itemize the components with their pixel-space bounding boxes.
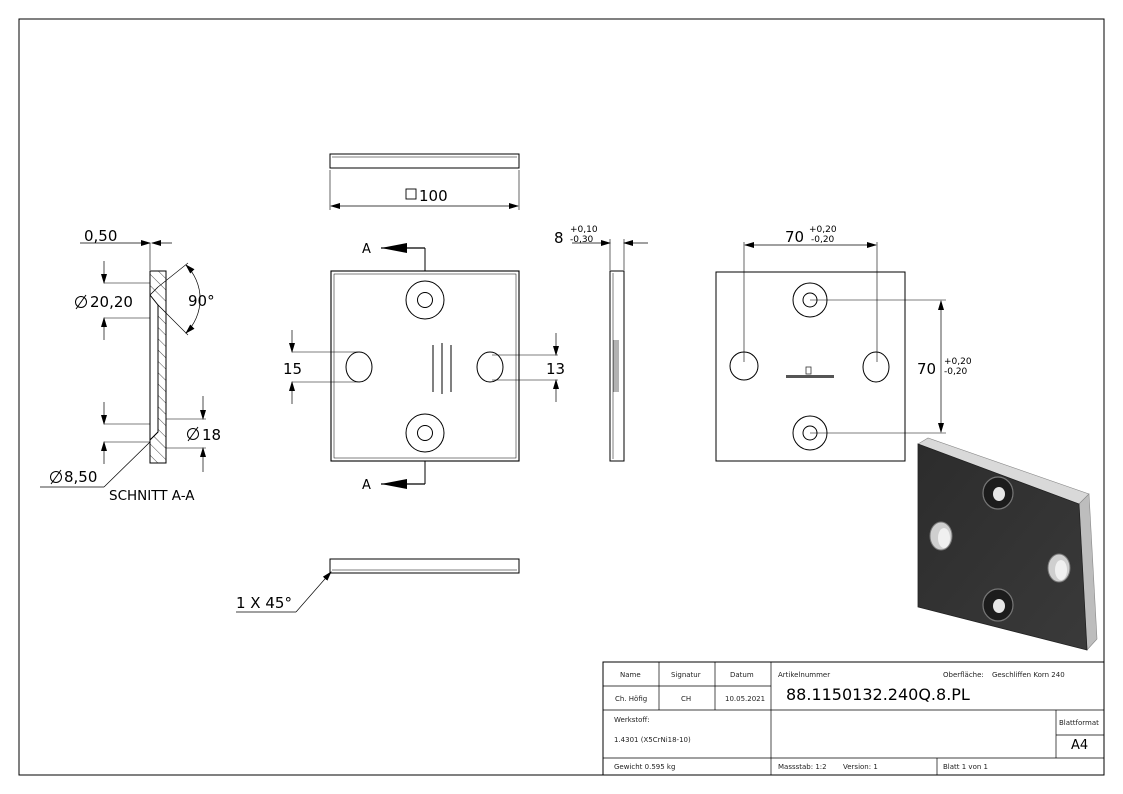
top-edge-view: 100	[329, 153, 520, 210]
title-block	[602, 661, 1105, 776]
thickness-tol-lower: -0,30	[570, 235, 594, 245]
section-marker-top: A	[362, 242, 371, 257]
back-view: 70 +0,20 -0,20 70 +0,20 -0,20	[715, 225, 972, 462]
hole-spacing-v-tol-upper: +0,20	[944, 357, 972, 367]
tb-sheet-format-label: Blattformat	[1059, 719, 1099, 727]
tb-sheet-format-value: A4	[1071, 738, 1089, 753]
engraving-mark	[786, 375, 834, 378]
tb-surface-value: Geschliffen Korn 240	[992, 671, 1065, 679]
tb-surface-label: Oberfläche:	[943, 671, 984, 679]
sheet-border	[18, 18, 1105, 776]
tb-name-value: Ch. Höfig	[615, 695, 648, 703]
countersink-diameter-dim: 20,20	[90, 293, 133, 311]
tb-sheet: Blatt 1 von 1	[943, 763, 988, 771]
tb-material-label: Werkstoff:	[614, 716, 650, 724]
countersunk-hole-bottom	[405, 413, 445, 453]
slot-right	[476, 351, 504, 383]
slot-right-dim: 13	[546, 360, 565, 378]
plate-size-dim: 100	[419, 187, 448, 205]
square-symbol	[405, 188, 417, 200]
front-view: A A 15 13	[283, 242, 565, 493]
chamfer-dim: 1 X 45°	[236, 594, 292, 612]
counterbore-diameter-dim: 18	[202, 426, 221, 444]
hole-spacing-h-tol-upper: +0,20	[809, 225, 837, 235]
bottom-edge-view: 1 X 45°	[236, 558, 520, 613]
tb-version: Version: 1	[843, 763, 878, 771]
countersink-offset-dim: 0,50	[84, 227, 117, 245]
section-marker-bottom: A	[362, 478, 371, 493]
section-label: SCHNITT A-A	[109, 488, 195, 504]
tb-article-label: Artikelnummer	[778, 671, 831, 679]
hole-spacing-h-tol-lower: -0,20	[811, 235, 835, 245]
isometric-view	[917, 437, 1098, 651]
countersink-angle-dim: 90°	[188, 292, 215, 310]
hole-spacing-v-tol-lower: -0,20	[944, 367, 968, 377]
tb-weight: Gewicht 0.595 kg	[614, 763, 676, 771]
slot-left-dim: 15	[283, 360, 302, 378]
side-view: 8 +0,10 -0,30	[554, 225, 648, 462]
thickness-dim: 8	[554, 229, 564, 247]
tb-scale: Massstab: 1:2	[778, 763, 827, 771]
section-view: 0,50 20,20 90° 18 8,50 SCHNITT A-A	[40, 227, 221, 504]
thickness-tol-upper: +0,10	[570, 225, 598, 235]
tb-date-value: 10.05.2021	[725, 695, 766, 703]
tb-signature-value: CH	[681, 695, 692, 703]
hole-spacing-v-dim: 70	[917, 360, 936, 378]
hole-spacing-h-dim: 70	[785, 228, 804, 246]
tb-name-header: Name	[620, 671, 641, 679]
tb-article-number: 88.1150132.240Q.8.PL	[786, 685, 970, 704]
tb-signature-header: Signatur	[671, 671, 701, 679]
countersunk-hole-top	[405, 280, 445, 320]
tb-material-value: 1.4301 (X5CrNi18-10)	[614, 736, 691, 744]
tb-date-header: Datum	[730, 671, 754, 679]
bore-diameter-dim: 8,50	[64, 468, 97, 486]
slot-left	[345, 351, 373, 383]
diameter-symbol	[75, 296, 87, 308]
